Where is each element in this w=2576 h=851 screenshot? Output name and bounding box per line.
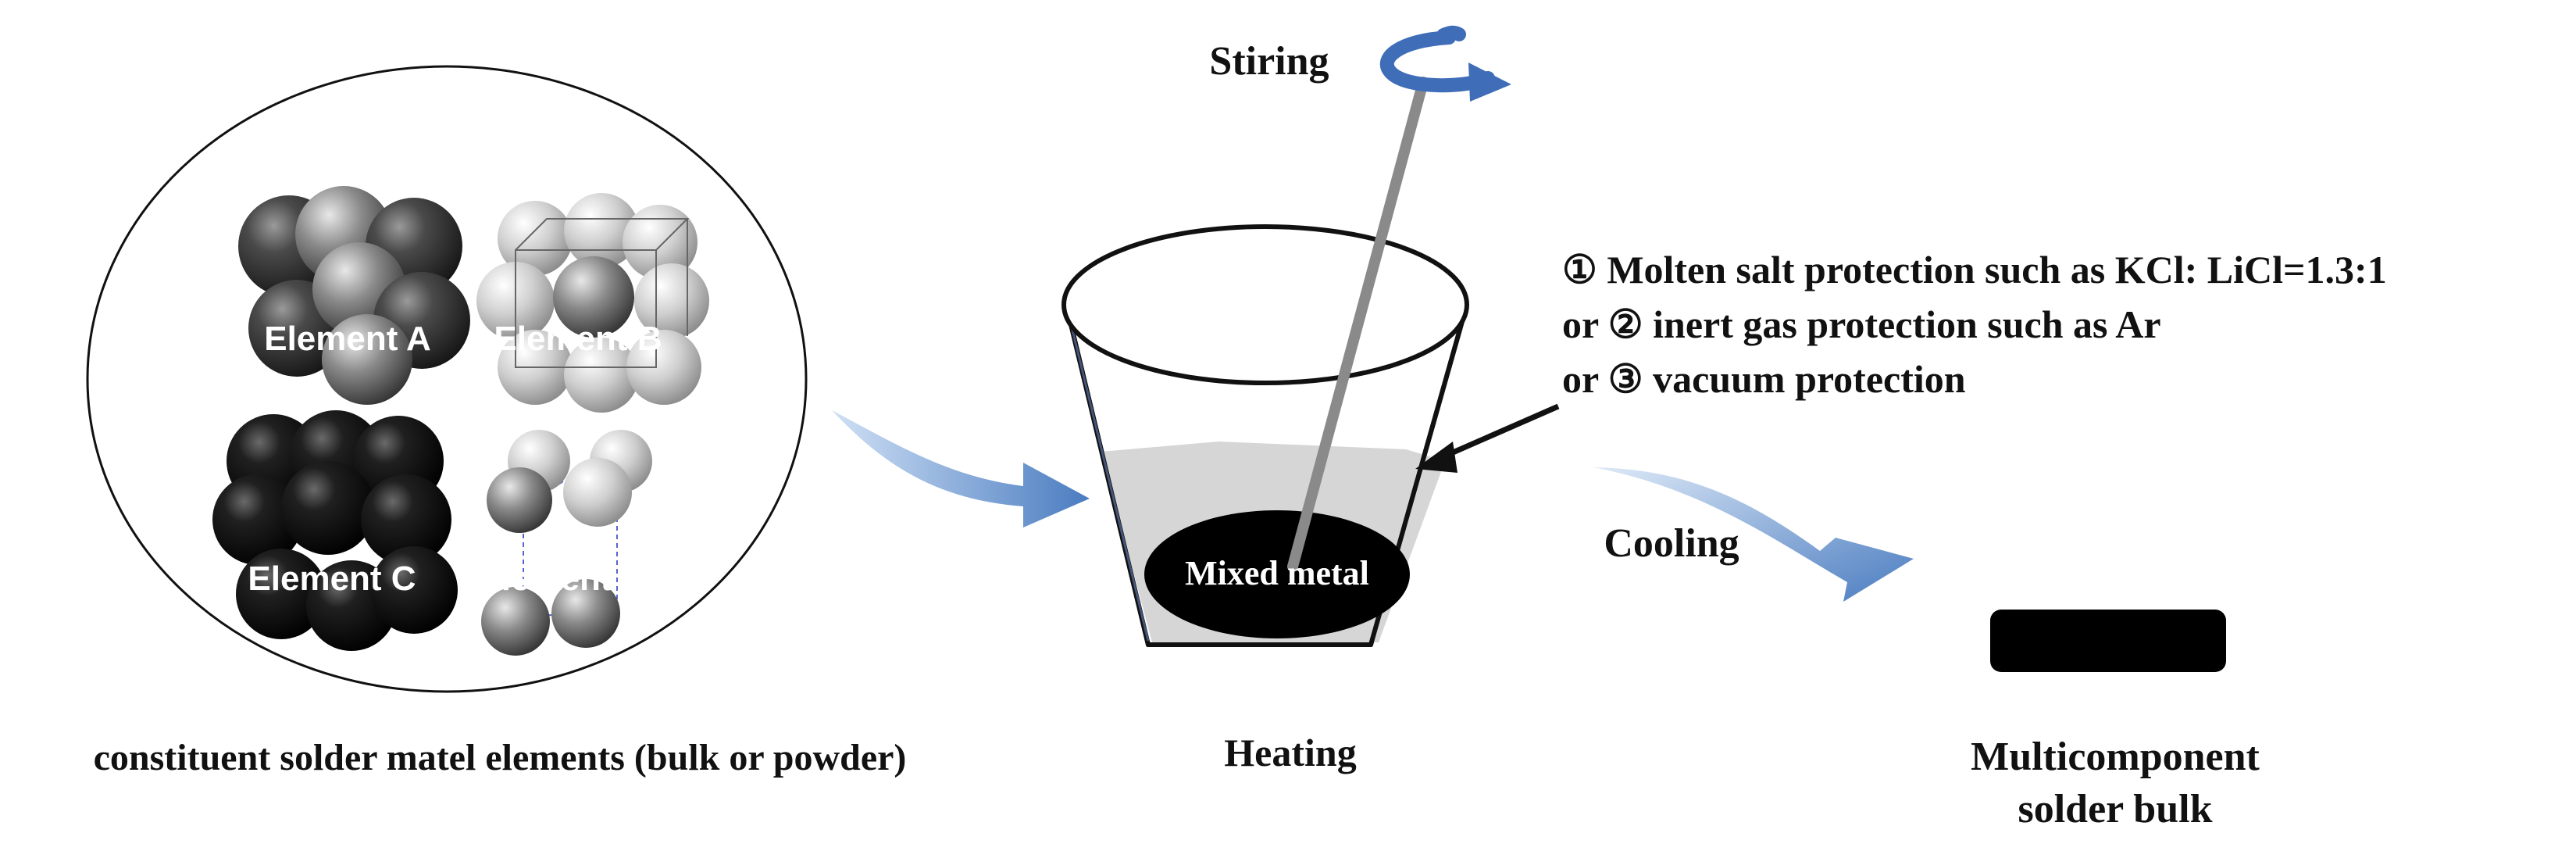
rotation-arrow-icon bbox=[1379, 25, 1511, 102]
element-a-spheres bbox=[238, 186, 470, 405]
mixed-metal-blob bbox=[1144, 510, 1410, 638]
crucible bbox=[1061, 224, 1469, 647]
protection-line-1: ① Molten salt protection such as KCl: Li… bbox=[1562, 248, 2387, 291]
element-b-spheres bbox=[476, 193, 709, 413]
element-c-label: Element C bbox=[248, 560, 416, 598]
solder-bulk-bar bbox=[1990, 610, 2226, 672]
stirring-rod bbox=[1287, 77, 1429, 572]
protection-line-3: or ③ vacuum protection bbox=[1562, 357, 1966, 401]
heating-caption: Heating bbox=[1224, 731, 1356, 774]
product-label-line-2: solder bulk bbox=[2018, 787, 2212, 831]
protection-line-2: or ② inert gas protection such as Ar bbox=[1562, 302, 2161, 346]
elements-group: Element A Element B bbox=[86, 65, 808, 693]
element-d-label: Element D bbox=[478, 560, 646, 598]
element-c-spheres bbox=[212, 410, 458, 651]
constituent-caption: constituent solder matel elements (bulk … bbox=[94, 737, 907, 778]
crucible-rim bbox=[1061, 224, 1469, 385]
element-b-label: Element B bbox=[494, 320, 662, 358]
mixed-metal-label: Mixed metal bbox=[1185, 554, 1369, 592]
stiring-label: Stiring bbox=[1209, 39, 1329, 84]
cooling-label: Cooling bbox=[1604, 521, 1739, 566]
product-label-line-1: Multicomponent bbox=[1971, 735, 2260, 779]
arrow-to-heating bbox=[832, 410, 1090, 527]
element-d-spheres bbox=[481, 430, 652, 656]
pointer-arrow bbox=[1415, 403, 1560, 473]
element-a-label: Element A bbox=[264, 320, 431, 358]
arrow-cooling bbox=[1593, 467, 1914, 602]
